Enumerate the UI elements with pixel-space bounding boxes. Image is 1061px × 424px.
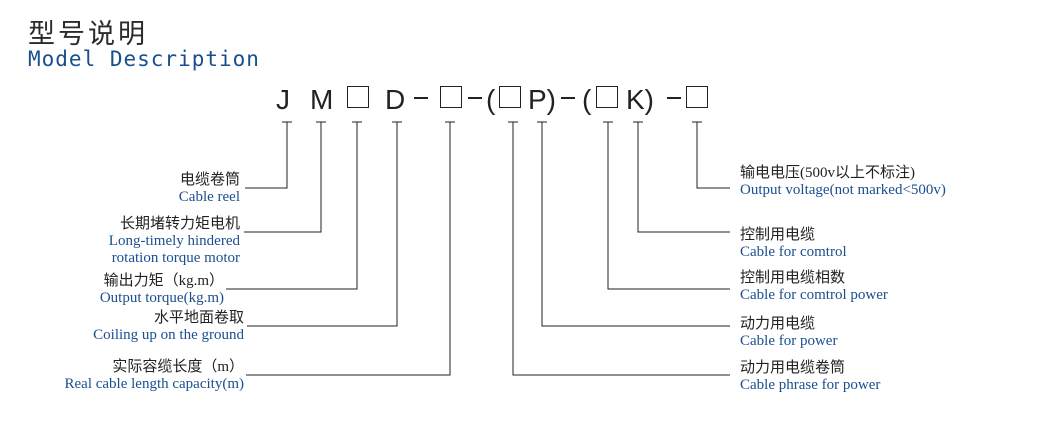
label-en: Real cable length capacity(m) <box>64 376 245 392</box>
label-en: Long-timely hindered <box>108 233 240 249</box>
label-cn: 控制用电缆相数 <box>740 270 846 286</box>
code-dash <box>561 97 575 99</box>
label-en: Output torque(kg.m) <box>99 290 224 306</box>
code-box-voltage <box>686 86 708 108</box>
code-box-control-phase <box>596 86 618 108</box>
code-paren-open: ( <box>486 84 496 115</box>
label-cn: 电缆卷筒 <box>179 172 240 188</box>
code-letter-m: M <box>310 84 334 115</box>
label-cn: 动力用电缆卷筒 <box>740 360 846 376</box>
label-en: Cable reel <box>178 189 240 205</box>
code-letter-k: K) <box>626 84 654 115</box>
label-control-cable: 控制用电缆 Cable for comtrol <box>740 227 847 261</box>
label-en: Coiling up on the ground <box>93 327 244 343</box>
label-en: Output voltage(not marked<500v) <box>740 182 946 198</box>
code-dash <box>468 97 482 99</box>
code-box-torque <box>347 86 369 108</box>
label-en: Cable for comtrol <box>740 244 847 260</box>
code-letter-d: D <box>385 84 406 115</box>
label-en: Cable for comtrol power <box>740 287 888 303</box>
code-dash <box>414 97 428 99</box>
label-cable-reel: 电缆卷筒 Cable reel <box>130 172 240 206</box>
code-letter-p: P) <box>528 84 556 115</box>
label-power-cable: 动力用电缆 Cable for power <box>740 316 837 350</box>
code-box-power-reel <box>499 86 521 108</box>
label-cn: 输电电压(500v以上不标注) <box>740 165 915 181</box>
label-en: Cable phrase for power <box>740 377 881 393</box>
label-output-torque: 输出力矩（kg.m） Output torque(kg.m) <box>40 273 224 307</box>
label-motor: 长期堵转力矩电机 Long-timely hindered rotation t… <box>40 216 240 267</box>
title-chinese: 型号说明 <box>28 19 148 50</box>
label-control-phase: 控制用电缆相数 Cable for comtrol power <box>740 270 888 304</box>
label-en: Cable for power <box>740 333 838 349</box>
label-cn: 动力用电缆 <box>740 316 816 332</box>
label-cn: 控制用电缆 <box>740 227 816 243</box>
label-cn: 实际容缆长度（m） <box>112 359 244 375</box>
label-cable-length: 实际容缆长度（m） Real cable length capacity(m) <box>20 359 245 393</box>
label-cn: 输出力矩（kg.m） <box>103 273 224 289</box>
code-dash <box>667 97 681 99</box>
code-paren-open: ( <box>582 84 592 115</box>
title-english: Model Description <box>28 47 260 71</box>
label-cn: 长期堵转力矩电机 <box>119 216 240 232</box>
label-coiling: 水平地面卷取 Coiling up on the ground <box>20 310 244 344</box>
code-box-length <box>440 86 462 108</box>
label-en: rotation torque motor <box>111 250 240 266</box>
label-output-voltage: 输电电压(500v以上不标注) Output voltage(not marke… <box>740 165 946 199</box>
label-cn: 水平地面卷取 <box>153 310 244 326</box>
code-letter-j: J <box>276 84 290 115</box>
label-power-reel: 动力用电缆卷筒 Cable phrase for power <box>740 360 880 394</box>
